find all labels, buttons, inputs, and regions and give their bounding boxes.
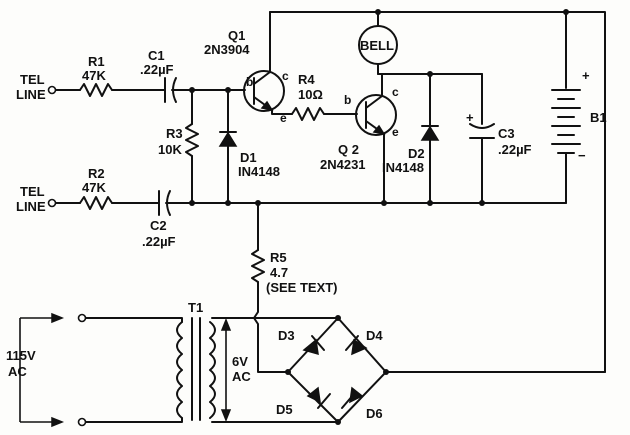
wire-top-rail — [269, 11, 606, 373]
resistor-r3 — [185, 123, 199, 157]
wire-q1-emitter-to-r4 — [271, 109, 293, 115]
arrow-115v-bottom-head — [51, 416, 65, 428]
label-r1-name: R1 — [88, 54, 105, 69]
resistor-r5 — [251, 249, 265, 283]
diode-d6-bar — [341, 393, 355, 409]
label-q2-part: 2N4231 — [320, 157, 366, 172]
label-tel-top-1: TEL — [20, 72, 45, 87]
label-115v-2: AC — [8, 364, 27, 379]
transistor-q1-body — [243, 70, 285, 112]
junction-top-bell — [375, 9, 381, 15]
label-d4: D4 — [366, 328, 383, 343]
transformer-primary-coil — [176, 321, 183, 419]
label-d2-name: D2 — [408, 146, 425, 161]
label-d5: D5 — [276, 402, 293, 417]
transistor-q2-emitter-arrow — [372, 124, 386, 136]
resistor-r4 — [291, 107, 325, 121]
label-d6: D6 — [366, 406, 383, 421]
label-tel-bot-2: LINE — [16, 199, 46, 214]
junction-c3-bottom — [479, 200, 485, 206]
diode-d5 — [306, 386, 321, 404]
wire-primary-top — [85, 317, 183, 323]
label-b1: B1 — [590, 110, 607, 125]
label-r3-value: 10K — [158, 142, 182, 157]
label-r5-name: R5 — [270, 250, 287, 265]
label-q1-c: c — [282, 69, 289, 83]
label-bell: BELL — [360, 38, 394, 53]
label-d3: D3 — [278, 328, 295, 343]
label-c2-name: C2 — [150, 218, 167, 233]
label-r2-name: R2 — [88, 166, 105, 181]
terminal-tel-line-bottom — [47, 198, 57, 208]
wire-primary-bottom — [85, 417, 183, 423]
label-c3-name: C3 — [498, 126, 515, 141]
arrow-6v-bottom-head — [220, 409, 232, 423]
junction-d1-bottom — [225, 200, 231, 206]
label-c3-value: .22µF — [498, 142, 532, 157]
resistor-r1 — [79, 83, 113, 97]
label-r3-name: R3 — [166, 126, 183, 141]
capacitor-c3-plate-a — [469, 123, 495, 129]
diode-d3-bar — [311, 335, 325, 351]
label-q2-name: Q 2 — [338, 142, 359, 157]
diode-d1 — [218, 131, 238, 147]
label-115v-1: 115V — [6, 348, 36, 363]
terminal-tel-line-top — [47, 85, 57, 95]
label-r2-value: 47K — [82, 180, 106, 195]
label-d1-part: IN4148 — [238, 164, 280, 179]
label-tel-top-2: LINE — [16, 87, 46, 102]
terminal-ac-top — [77, 313, 87, 323]
label-c3-plus: + — [466, 110, 474, 125]
junction-bridge-left — [285, 369, 291, 375]
diode-d4 — [351, 338, 368, 356]
label-q2-c: c — [392, 85, 399, 99]
wire-r5-to-bridge — [253, 281, 289, 373]
label-6v-2: AC — [232, 369, 251, 384]
label-t1: T1 — [188, 300, 203, 315]
transistor-q2-body — [355, 94, 397, 136]
label-q1-name: Q1 — [228, 28, 245, 43]
transistor-q2-collector-lead — [365, 95, 383, 109]
label-q1-b: b — [246, 75, 253, 89]
transistor-q1-collector-lead — [253, 71, 271, 85]
label-c2-value: .22µF — [142, 234, 176, 249]
resistor-r2 — [79, 196, 113, 210]
label-q2-e: e — [392, 125, 399, 139]
label-battery-plus: + — [582, 68, 590, 83]
label-r4-name: R4 — [298, 72, 315, 87]
diode-d2 — [420, 125, 440, 141]
label-tel-bot-1: TEL — [20, 184, 45, 199]
junction-q2-emitter — [381, 200, 387, 206]
label-q2-b: b — [344, 93, 351, 107]
wire-bell-down — [377, 63, 483, 75]
junction-d2-bottom — [427, 200, 433, 206]
label-6v-1: 6V — [232, 354, 248, 369]
label-q1-part: 2N3904 — [204, 42, 250, 57]
junction-r3-bottom — [189, 200, 195, 206]
arrow-115v-top-head — [51, 312, 65, 324]
diode-d6 — [349, 386, 364, 404]
label-r5-value: 4.7 — [270, 265, 288, 280]
label-r1-value: 47K — [82, 68, 106, 83]
arrow-6v-top-head — [220, 317, 232, 331]
label-q1-e: e — [280, 111, 287, 125]
terminal-ac-bottom — [77, 417, 87, 427]
diode-d3 — [302, 338, 319, 356]
label-c1-name: C1 — [148, 48, 165, 63]
diode-d5-bar — [317, 393, 331, 409]
label-d1-name: D1 — [240, 150, 257, 165]
diode-d4-bar — [345, 335, 359, 351]
transformer-secondary-coil — [209, 321, 216, 419]
transistor-q1-emitter-arrow — [260, 100, 274, 112]
label-d2-part: IN4148 — [382, 160, 424, 175]
label-r4-value: 10Ω — [298, 87, 323, 102]
junction-bridge-top — [335, 315, 341, 321]
label-battery-minus: − — [578, 148, 586, 163]
label-r5-note: (SEE TEXT) — [266, 280, 338, 295]
wire-q2-collector-to-bell — [377, 73, 383, 97]
label-c1-value: .22µF — [140, 62, 174, 77]
